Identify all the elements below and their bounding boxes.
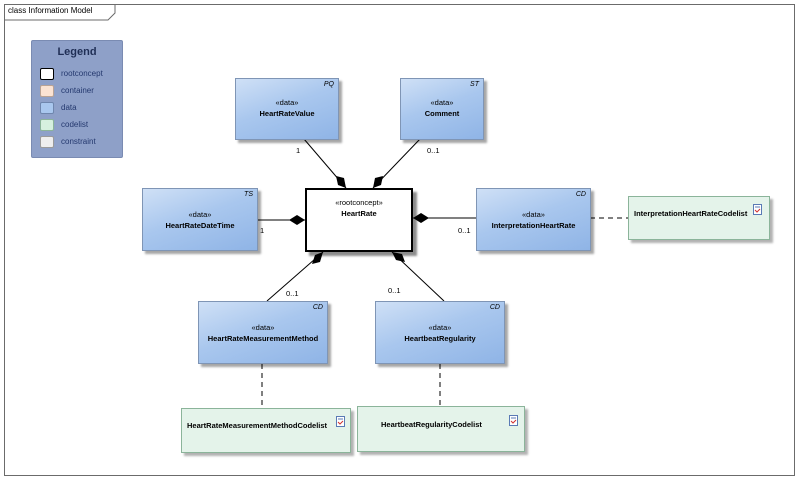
composition-diamond-heart-rate-date-time	[289, 215, 305, 225]
class-name: Comment	[424, 109, 460, 118]
frame-title-tab	[4, 4, 116, 21]
codelist-name: HeartbeatRegularityCodelist	[381, 420, 482, 429]
composition-diamond-comment	[373, 176, 383, 188]
composition-diamond-heart-rate-measurement-method	[312, 252, 323, 264]
document-link-icon	[509, 415, 518, 426]
legend-label-container: container	[61, 86, 94, 95]
class-heartbeat-regularity[interactable]: CD «data» HeartbeatRegularity	[375, 301, 505, 364]
class-name: HeartRateMeasurementMethod	[207, 334, 319, 343]
datatype-label: CD	[312, 304, 323, 311]
multiplicity-heart-rate-value: 1	[296, 146, 301, 155]
class-stereotype: «data»	[430, 98, 454, 107]
class-name: HeartRateDateTime	[165, 221, 235, 230]
datatype-label: PQ	[323, 81, 334, 88]
root-stereotype: «rootconcept»	[335, 198, 383, 207]
composition-diamond-heartbeat-regularity	[392, 252, 405, 262]
class-stereotype: «data»	[522, 210, 545, 219]
legend-swatch-codelist	[40, 119, 54, 131]
legend[interactable]: Legend rootconcept container data codeli…	[31, 40, 123, 158]
codelist-heartbeat-regularity[interactable]: HeartbeatRegularityCodelist	[357, 406, 525, 452]
class-heart-rate-value[interactable]: PQ «data» HeartRateValue	[235, 78, 339, 140]
class-heart-rate-measurement-method[interactable]: CD «data» HeartRateMeasurementMethod	[198, 301, 328, 364]
codelist-interpretation-heart-rate[interactable]: InterpretationHeartRateCodelist	[628, 196, 770, 240]
class-stereotype: «data»	[188, 210, 212, 219]
multiplicity-heart-rate-measurement-method: 0..1	[286, 289, 299, 298]
codelist-name: InterpretationHeartRateCodelist	[634, 209, 748, 218]
class-comment[interactable]: ST «data» Comment	[400, 78, 484, 140]
class-stereotype: «data»	[428, 323, 452, 332]
class-stereotype: «data»	[275, 98, 299, 107]
class-name: InterpretationHeartRate	[491, 221, 576, 230]
multiplicity-heartbeat-regularity: 0..1	[388, 286, 401, 295]
frame-title: class Information Model	[8, 6, 93, 15]
datatype-label: TS	[244, 191, 253, 198]
legend-swatch-rootconcept	[40, 68, 54, 80]
class-heart-rate-root[interactable]: «rootconcept» HeartRate	[305, 188, 413, 252]
multiplicity-interpretation-heart-rate: 0..1	[458, 226, 471, 235]
multiplicity-heart-rate-date-time: 1	[260, 226, 265, 235]
composition-diamond-interpretation-heart-rate	[413, 213, 429, 223]
multiplicity-comment: 0..1	[427, 146, 440, 155]
class-interpretation-heart-rate[interactable]: CD «data» InterpretationHeartRate	[476, 188, 591, 251]
codelist-heart-rate-measurement-method[interactable]: HeartRateMeasurementMethodCodelist	[181, 408, 351, 453]
document-link-icon	[753, 204, 762, 215]
frame-tab-outline	[4, 4, 116, 21]
composition-diamond-heart-rate-value	[336, 176, 346, 188]
class-heart-rate-date-time[interactable]: TS «data» HeartRateDateTime	[142, 188, 258, 251]
class-name: HeartRateValue	[259, 109, 315, 118]
legend-label-data: data	[61, 103, 77, 112]
codelist-name: HeartRateMeasurementMethodCodelist	[187, 421, 328, 430]
document-link-icon	[336, 416, 345, 427]
class-name: HeartbeatRegularity	[404, 334, 476, 343]
class-stereotype: «data»	[251, 323, 275, 332]
root-name: HeartRate	[341, 209, 377, 218]
legend-label-rootconcept: rootconcept	[61, 69, 103, 78]
datatype-label: CD	[489, 304, 500, 311]
datatype-label: CD	[575, 191, 586, 198]
legend-swatch-constraint	[40, 136, 54, 148]
legend-swatch-container	[40, 85, 54, 97]
legend-title: Legend	[57, 46, 97, 58]
legend-label-constraint: constraint	[61, 137, 96, 146]
datatype-label: ST	[470, 81, 479, 88]
legend-swatch-data	[40, 102, 54, 114]
legend-label-codelist: codelist	[61, 120, 89, 129]
